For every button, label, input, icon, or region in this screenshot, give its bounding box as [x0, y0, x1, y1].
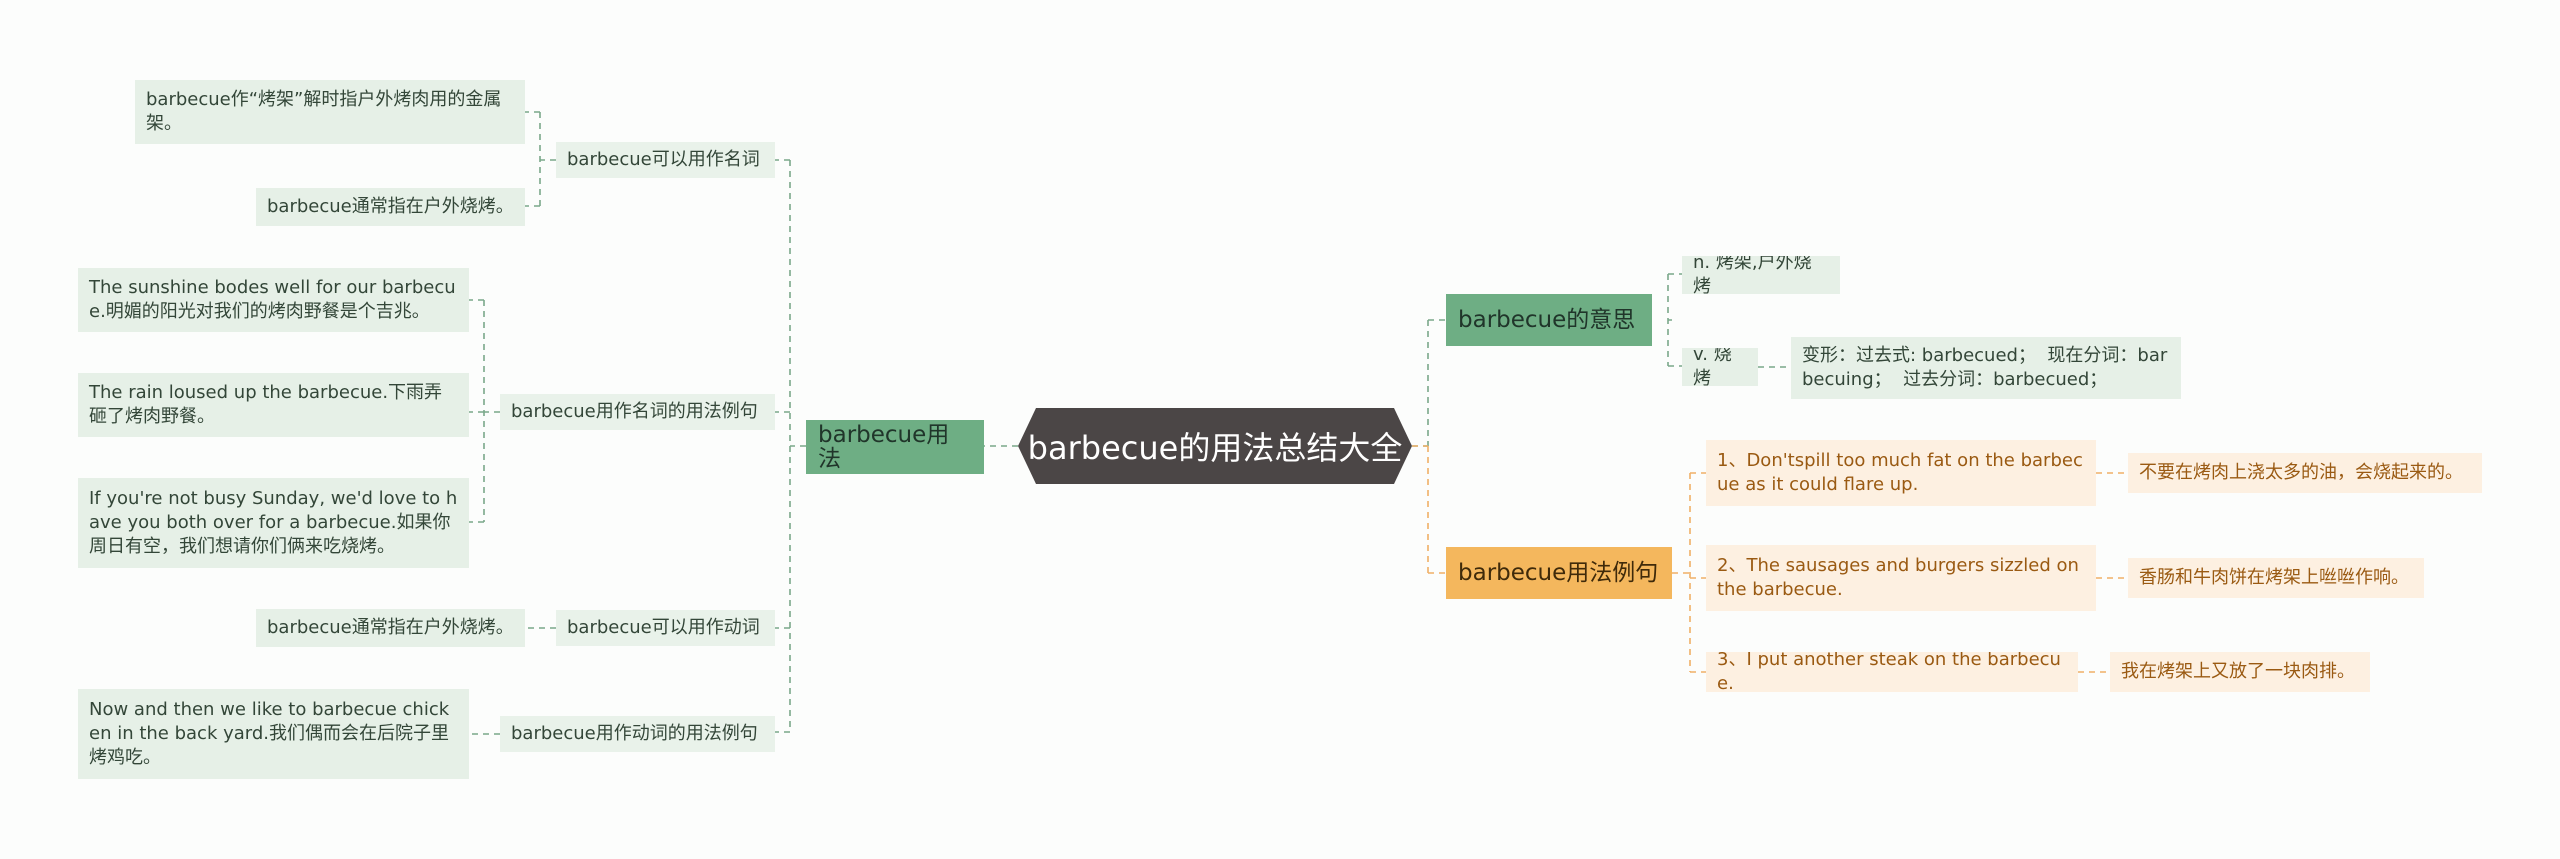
branch-examples-label: barbecue用法例句: [1458, 560, 1659, 586]
leaf-text: If you're not busy Sunday, we'd love to …: [89, 488, 458, 557]
leaf-node[interactable]: barbecue作“烤架”解时指户外烤肉用的金属架。: [135, 80, 525, 144]
branch-usage-label: barbecue用法: [818, 422, 950, 472]
leaf-text: v. 烧烤: [1693, 348, 1732, 386]
leaf-node[interactable]: barbecue通常指在户外烧烤。: [256, 188, 525, 226]
leaf-text: 变形：过去式: barbecued； 现在分词：barbecuing； 过去分词…: [1802, 345, 2168, 390]
leaf-text: 香肠和牛肉饼在烤架上咝咝作响。: [2139, 567, 2409, 588]
central-topic-label: barbecue的用法总结大全: [1027, 429, 1403, 467]
subtopic-noun-usage[interactable]: barbecue可以用作名词: [556, 142, 775, 178]
subtopic-label: barbecue用作动词的用法例句: [511, 723, 758, 744]
leaf-text: 我在烤架上又放了一块肉排。: [2121, 661, 2355, 682]
subtopic-label: barbecue可以用作动词: [567, 617, 760, 638]
leaf-node[interactable]: Now and then we like to barbecue chicken…: [78, 689, 469, 779]
leaf-node[interactable]: The sunshine bodes well for our barbecue…: [78, 268, 469, 332]
branch-usage[interactable]: barbecue用法: [806, 420, 984, 474]
leaf-text: n. 烤架,户外烧烤: [1693, 256, 1812, 294]
verb-forms[interactable]: 变形：过去式: barbecued； 现在分词：barbecuing； 过去分词…: [1791, 337, 2181, 399]
example-en[interactable]: 3、I put another steak on the barbecue.: [1706, 652, 2078, 692]
meaning-verb[interactable]: v. 烧烤: [1682, 348, 1758, 386]
example-zh[interactable]: 不要在烤肉上浇太多的油，会烧起来的。: [2128, 453, 2482, 493]
leaf-text: 2、The sausages and burgers sizzled on th…: [1717, 555, 2085, 600]
leaf-text: barbecue通常指在户外烧烤。: [267, 617, 514, 638]
leaf-node[interactable]: The rain loused up the barbecue.下雨弄砸了烤肉野…: [78, 373, 469, 437]
leaf-text: 1、Don'tspill too much fat on the barbecu…: [1717, 450, 2083, 495]
example-en[interactable]: 1、Don'tspill too much fat on the barbecu…: [1706, 440, 2096, 506]
leaf-text: Now and then we like to barbecue chicken…: [89, 699, 450, 768]
meaning-noun[interactable]: n. 烤架,户外烧烤: [1682, 256, 1840, 294]
subtopic-noun-examples[interactable]: barbecue用作名词的用法例句: [500, 394, 775, 430]
branch-examples[interactable]: barbecue用法例句: [1446, 547, 1672, 599]
branch-meaning-label: barbecue的意思: [1458, 307, 1636, 333]
leaf-text: The sunshine bodes well for our barbecue…: [89, 277, 456, 322]
leaf-text: barbecue通常指在户外烧烤。: [267, 196, 514, 217]
leaf-text: 3、I put another steak on the barbecue.: [1717, 652, 2061, 692]
leaf-node[interactable]: If you're not busy Sunday, we'd love to …: [78, 478, 469, 568]
example-zh[interactable]: 我在烤架上又放了一块肉排。: [2110, 652, 2370, 692]
leaf-text: 不要在烤肉上浇太多的油，会烧起来的。: [2139, 462, 2463, 483]
subtopic-verb-examples[interactable]: barbecue用作动词的用法例句: [500, 716, 775, 752]
subtopic-label: barbecue可以用作名词: [567, 149, 760, 170]
central-topic[interactable]: barbecue的用法总结大全: [1018, 408, 1412, 484]
branch-meaning[interactable]: barbecue的意思: [1446, 294, 1652, 346]
subtopic-verb-usage[interactable]: barbecue可以用作动词: [556, 610, 775, 646]
example-zh[interactable]: 香肠和牛肉饼在烤架上咝咝作响。: [2128, 558, 2424, 598]
leaf-text: barbecue作“烤架”解时指户外烤肉用的金属架。: [146, 89, 502, 134]
example-en[interactable]: 2、The sausages and burgers sizzled on th…: [1706, 545, 2096, 611]
leaf-node[interactable]: barbecue通常指在户外烧烤。: [256, 609, 525, 647]
leaf-text: The rain loused up the barbecue.下雨弄砸了烤肉野…: [89, 382, 443, 427]
subtopic-label: barbecue用作名词的用法例句: [511, 401, 758, 422]
